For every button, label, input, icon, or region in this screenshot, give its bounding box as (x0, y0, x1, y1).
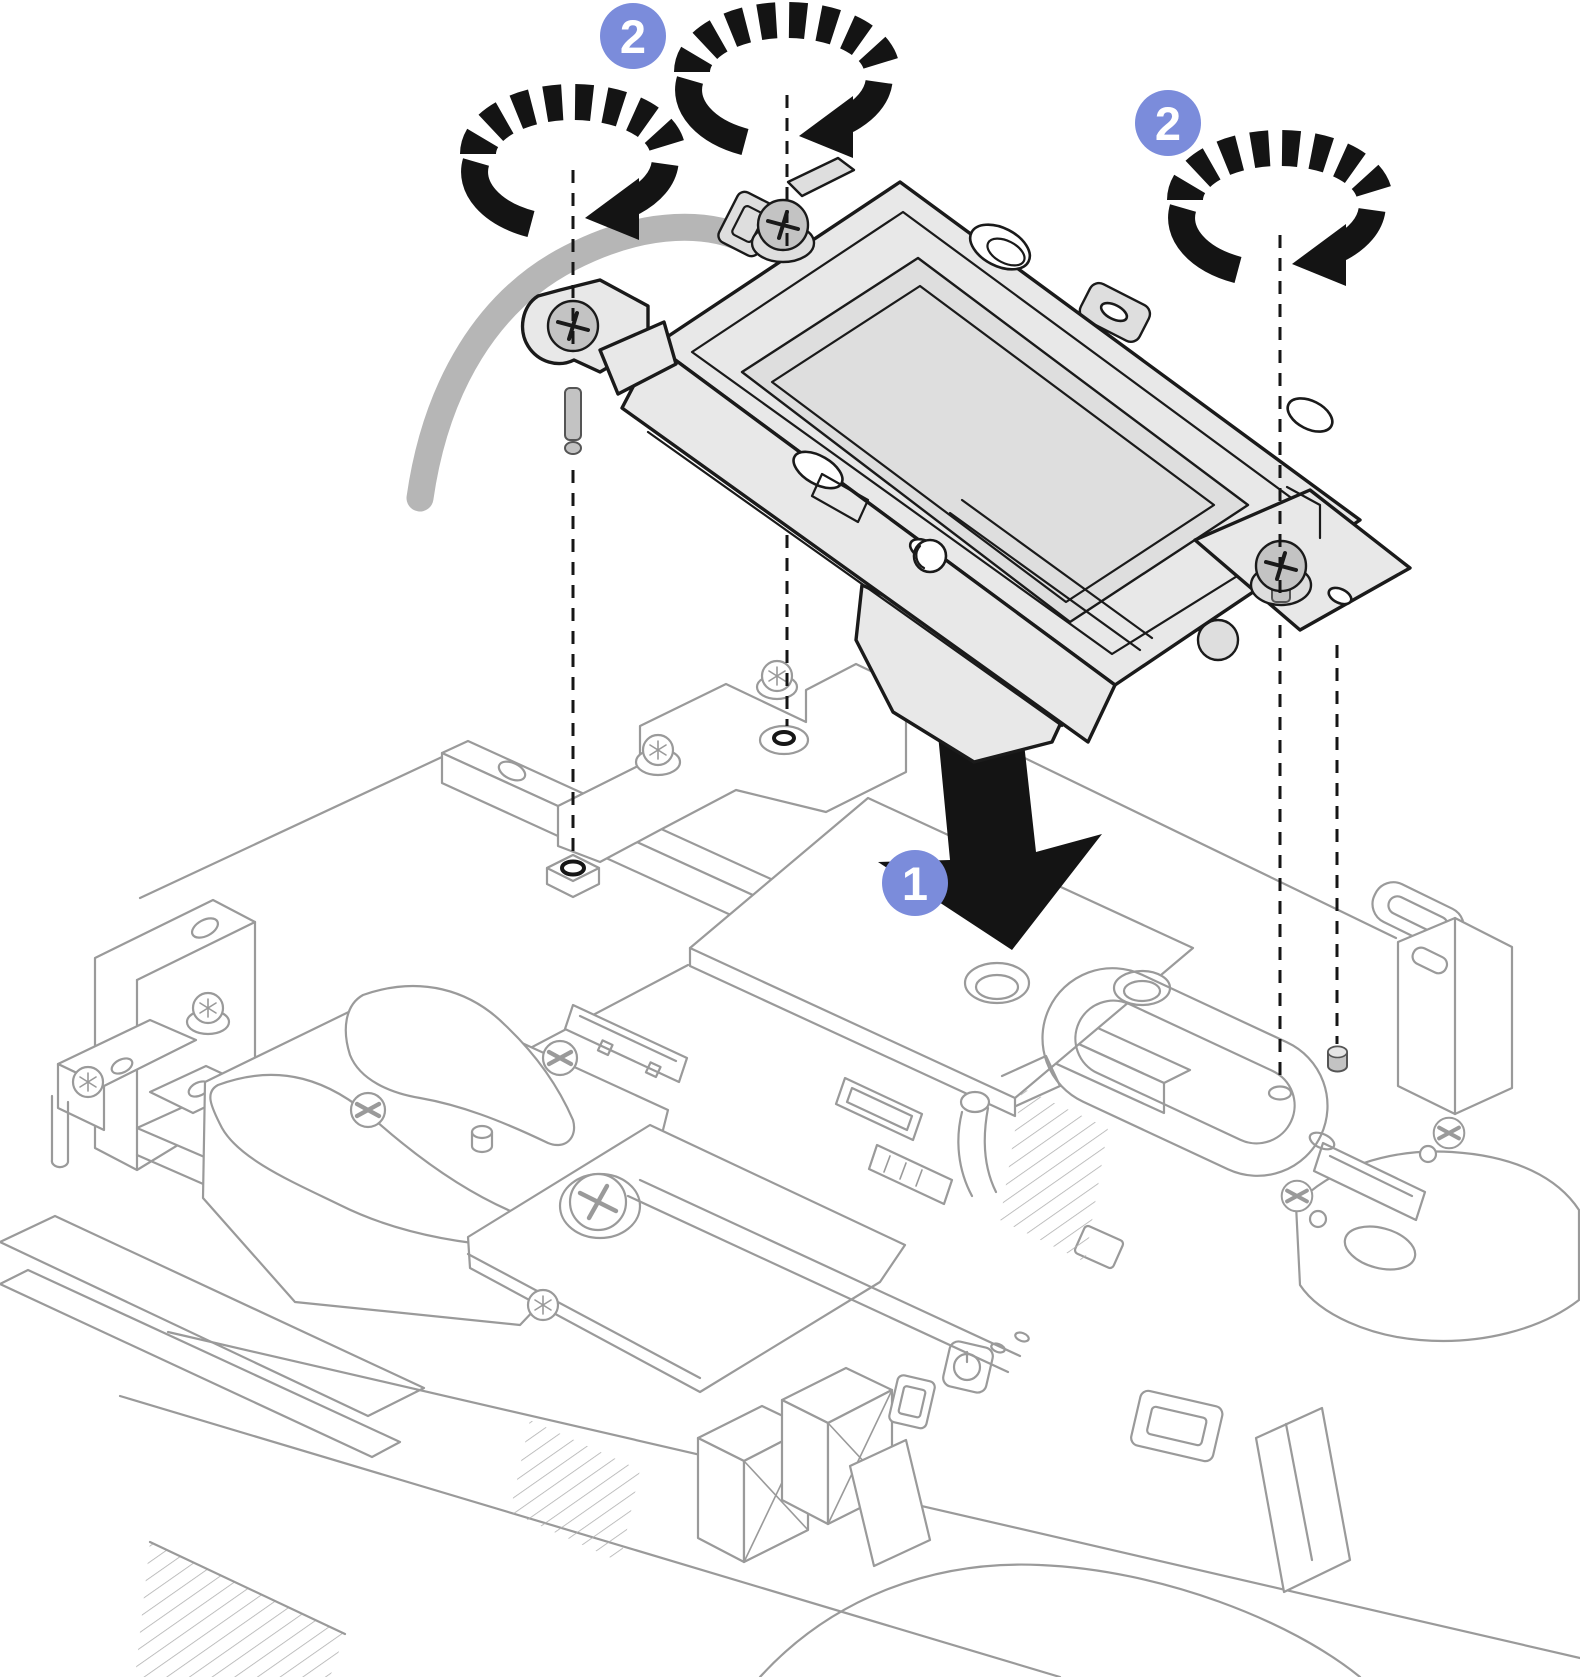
mezzanine-plate (466, 1123, 907, 1394)
screw-hole-left (545, 853, 601, 899)
drive-landing-plate (688, 796, 1195, 1118)
front-connector (1130, 1389, 1224, 1463)
usb-port (888, 1374, 936, 1430)
face-cutouts (792, 450, 948, 574)
drive-cable (406, 213, 764, 512)
power-button (942, 1340, 994, 1394)
drive-cage (520, 156, 1412, 764)
torque-screwdriver-icon-left (475, 102, 668, 240)
screw-hole-middle (758, 724, 810, 756)
step-2-badge-top: 2 (600, 3, 666, 69)
chassis-right-frame (1279, 881, 1580, 1343)
chassis (0, 659, 1580, 1677)
step-2-badge-right: 2 (1135, 90, 1201, 156)
step-1-badge: 1 (882, 850, 948, 916)
captive-screw-top (750, 198, 816, 264)
screw-hole-right (1267, 1085, 1293, 1101)
chassis-mounting-bracket (556, 659, 908, 864)
torque-screwdriver-icon-right (1182, 148, 1375, 286)
water-loop (1041, 967, 1329, 1177)
svg-text:2: 2 (620, 10, 646, 63)
svg-text:1: 1 (902, 857, 928, 910)
leader-lines (571, 95, 1339, 1084)
big-phillips-screw (568, 1172, 628, 1232)
right-flange (1193, 485, 1412, 632)
board-connectors (563, 1003, 1125, 1374)
torque-screwdriver-icon-middle (689, 20, 882, 158)
chassis-front (0, 1088, 1580, 1677)
svg-text:2: 2 (1155, 97, 1181, 150)
chassis-torx-screw (185, 991, 231, 1036)
alignment-pin (1327, 1045, 1348, 1073)
captive-screw-left (520, 278, 678, 455)
